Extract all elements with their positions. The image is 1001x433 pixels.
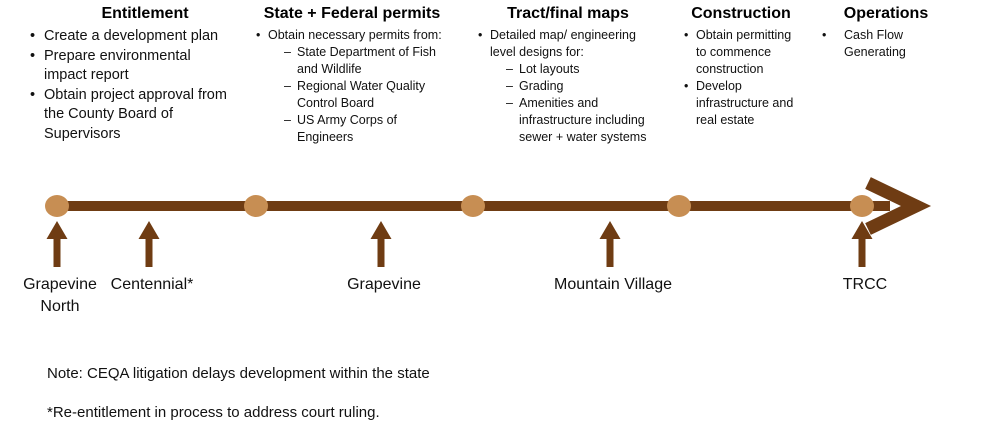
bullet-text: Obtain necessary permits from: (268, 28, 442, 42)
bullet-item: • Detailed map/ engineering level designs… (478, 27, 658, 61)
phase-title: Construction (691, 5, 791, 22)
up-arrow-icon (851, 221, 873, 267)
bullet-text: Develop infrastructure and real estate (696, 79, 794, 127)
bullet-icon: • (684, 28, 689, 42)
timeline-graphic (45, 177, 932, 267)
timeline-dot (45, 195, 69, 217)
bullet-icon: • (30, 28, 36, 44)
phase-items: •Obtain necessary permits from:–State De… (256, 27, 444, 146)
dash-icon: – (506, 62, 513, 76)
bullet-text: US Army Corps of Engineers (297, 113, 398, 144)
phase-column-construction: Construction • Obtain permitting to comme… (684, 3, 798, 129)
up-arrow-icon (46, 221, 68, 267)
sub-bullet-item: –US Army Corps of Engineers (284, 112, 444, 146)
phase-title: Tract/final maps (507, 5, 629, 22)
phase-items: • Obtain permitting to commence construct… (684, 27, 798, 129)
timeline-dot (244, 195, 268, 217)
bullet-item: • Obtain necessary permits from: (256, 27, 444, 44)
bullet-text: Amenities and infrastructure including s… (519, 96, 647, 144)
bullet-item: • Cash Flow Generating (822, 27, 946, 61)
timeline-label: Grapevine North (23, 276, 97, 315)
sub-bullet-item: –State Department of Fish and Wildlife (284, 44, 444, 78)
up-arrow-icon (599, 221, 621, 267)
arrowhead-icon (865, 177, 932, 235)
dash-icon: – (284, 79, 291, 93)
timeline-dot (461, 195, 485, 217)
timeline-label: TRCC (842, 276, 888, 293)
phase-title: Entitlement (101, 5, 189, 22)
bullet-text: Grading (519, 79, 564, 93)
sub-bullet-item: –Grading (506, 78, 658, 95)
phase-column-operations: Operations • Cash Flow Generating (822, 3, 950, 61)
timeline-label: Centennial* (110, 276, 194, 293)
phase-column-tract-final-maps: Tract/final maps • Detailed map/ engineer… (478, 3, 658, 146)
phase-title: State + Federal permits (263, 5, 441, 22)
sub-bullet-item: –Regional Water Quality Control Board (284, 78, 444, 112)
phase-items: • Create a development plan • Prepare envir… (30, 27, 232, 144)
note-ceqa: Note: CEQA litigation delays development… (47, 365, 430, 382)
bullet-text: Cash Flow Generating (844, 28, 906, 59)
timeline-dot (667, 195, 691, 217)
dash-icon: – (284, 45, 291, 59)
phase-column-state-federal-permits: State + Federal permits • Obtain necessar… (256, 3, 448, 146)
note-reentitlement: *Re-entitlement in process to address co… (47, 404, 380, 421)
sub-bullet-item: –Lot layouts (506, 61, 658, 78)
up-arrow-icon (370, 221, 392, 267)
sub-bullet-item: –Amenities and infrastructure including … (506, 95, 658, 146)
bullet-item: • Obtain project approval from the County… (30, 86, 232, 145)
bullet-item: • Create a development plan (30, 27, 232, 47)
phase-items: • Detailed map/ engineering level designs… (478, 27, 658, 146)
timeline-label: Grapevine (347, 276, 421, 293)
timeline-dot (850, 195, 874, 217)
timeline-label: Mountain Village (553, 276, 673, 293)
phase-title: Operations (843, 5, 929, 22)
dash-icon: – (506, 96, 513, 110)
bullet-icon: • (30, 47, 36, 64)
bullet-text: Obtain project approval from the County … (44, 86, 227, 142)
dash-icon: – (284, 113, 291, 127)
bullet-icon: • (30, 86, 36, 103)
phase-items: • Cash Flow Generating (822, 27, 946, 61)
bullet-icon: • (256, 28, 261, 42)
bullet-text: Lot layouts (519, 62, 580, 76)
phase-column-entitlement: Entitlement • Create a development plan • P… (30, 3, 260, 144)
bullet-item: • Obtain permitting to commence construct… (684, 27, 798, 78)
bullet-text: State Department of Fish and Wildlife (297, 45, 436, 76)
bullet-text: Regional Water Quality Control Board (297, 79, 426, 110)
up-arrow-icon (138, 221, 160, 267)
bullet-item: • Develop infrastructure and real estate (684, 78, 798, 129)
bullet-text: Obtain permitting to commence constructi… (696, 28, 792, 76)
bullet-text: Prepare environmental impact report (44, 47, 191, 84)
bullet-text: Detailed map/ engineering level designs … (490, 28, 636, 59)
dash-icon: – (506, 79, 513, 93)
bullet-icon: • (478, 28, 483, 42)
bullet-text: Create a development plan (44, 28, 219, 44)
bullet-item: • Prepare environmental impact report (30, 47, 232, 86)
bullet-icon: • (822, 28, 827, 42)
bullet-icon: • (684, 79, 689, 93)
